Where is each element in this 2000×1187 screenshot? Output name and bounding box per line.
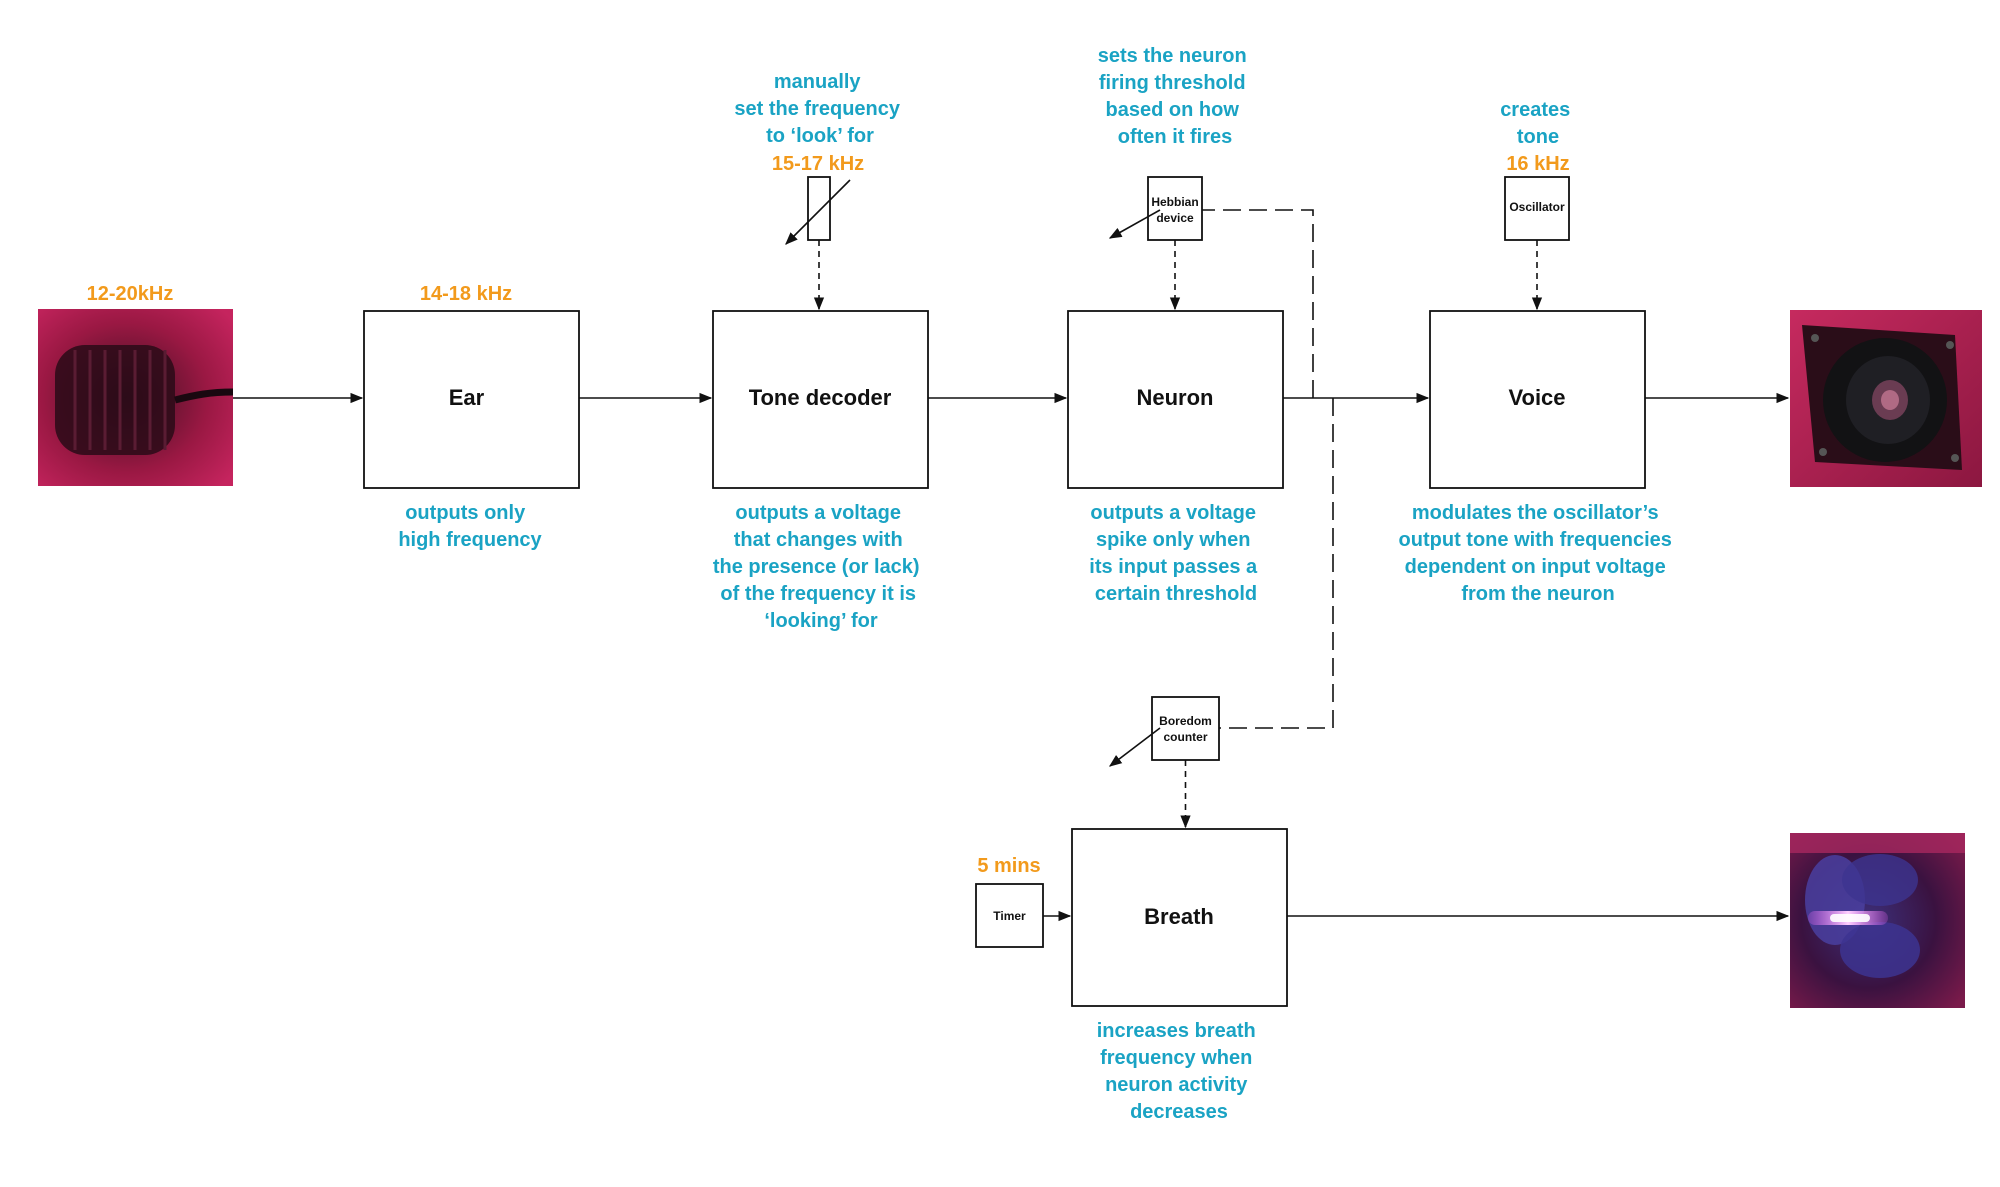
control-wires — [813, 209, 1543, 829]
timer-block: Timer — [975, 883, 1044, 948]
boredom-label-line2: counter — [1163, 730, 1207, 744]
ear-frequency: 14-18 kHz — [420, 283, 512, 305]
fan-photo — [1790, 833, 1965, 1008]
signal-wires — [233, 209, 1790, 922]
variable-resistor — [785, 176, 851, 245]
breath-label: Breath — [1144, 904, 1214, 929]
hebbian-label-line1: Hebbian — [1151, 195, 1198, 209]
tone-decoder-frequency: 15-17 kHz — [772, 153, 864, 175]
voice-block: Voice — [1429, 310, 1646, 489]
neuron-bottom-note: outputs a voltage spike only when its in… — [1089, 502, 1262, 605]
tone-decoder-block: Tone decoder — [712, 310, 929, 489]
boredom-adjust-arrow — [1108, 727, 1161, 767]
timer-label: Timer — [993, 909, 1026, 923]
timer-duration: 5 mins — [977, 855, 1040, 877]
speaker-photo — [1790, 310, 1982, 487]
tone-decoder-bottom-note: outputs a voltage that changes with the … — [713, 502, 925, 632]
tone-decoder-label: Tone decoder — [749, 385, 892, 410]
boredom-label-line1: Boredom — [1159, 714, 1212, 728]
oscillator-frequency: 16 kHz — [1506, 153, 1569, 175]
ear-label: Ear — [449, 385, 485, 410]
voice-bottom-note: modulates the oscillator’s output tone w… — [1399, 502, 1678, 605]
boredom-counter-block: Boredom counter — [1151, 696, 1220, 761]
ear-bottom-note: outputs only high frequency — [398, 502, 542, 551]
microphone-photo — [38, 309, 234, 486]
neuron-label: Neuron — [1137, 385, 1214, 410]
voice-label: Voice — [1508, 385, 1565, 410]
neuron-block: Neuron — [1067, 310, 1284, 489]
hebbian-adjust-arrow — [1108, 209, 1161, 239]
tone-decoder-top-note: manually set the frequency to ‘look’ for — [734, 71, 905, 147]
hebbian-device-block: Hebbian device — [1147, 176, 1203, 241]
hebbian-label-line2: device — [1156, 211, 1194, 225]
oscillator-top-note: creates tone — [1500, 99, 1576, 148]
ear-block: Ear — [363, 310, 580, 489]
oscillator-block: Oscillator — [1504, 176, 1570, 241]
breath-bottom-note: increases breath frequency when neuron a… — [1097, 1020, 1262, 1123]
feedback-neuron-boredom — [1219, 398, 1334, 729]
oscillator-label: Oscillator — [1509, 200, 1565, 214]
hebbian-top-note: sets the neuron firing threshold based o… — [1098, 45, 1252, 148]
breath-block: Breath — [1071, 828, 1288, 1007]
mic-frequency: 12-20kHz — [87, 283, 174, 305]
feedback-neuron-hebbian — [1202, 209, 1314, 398]
